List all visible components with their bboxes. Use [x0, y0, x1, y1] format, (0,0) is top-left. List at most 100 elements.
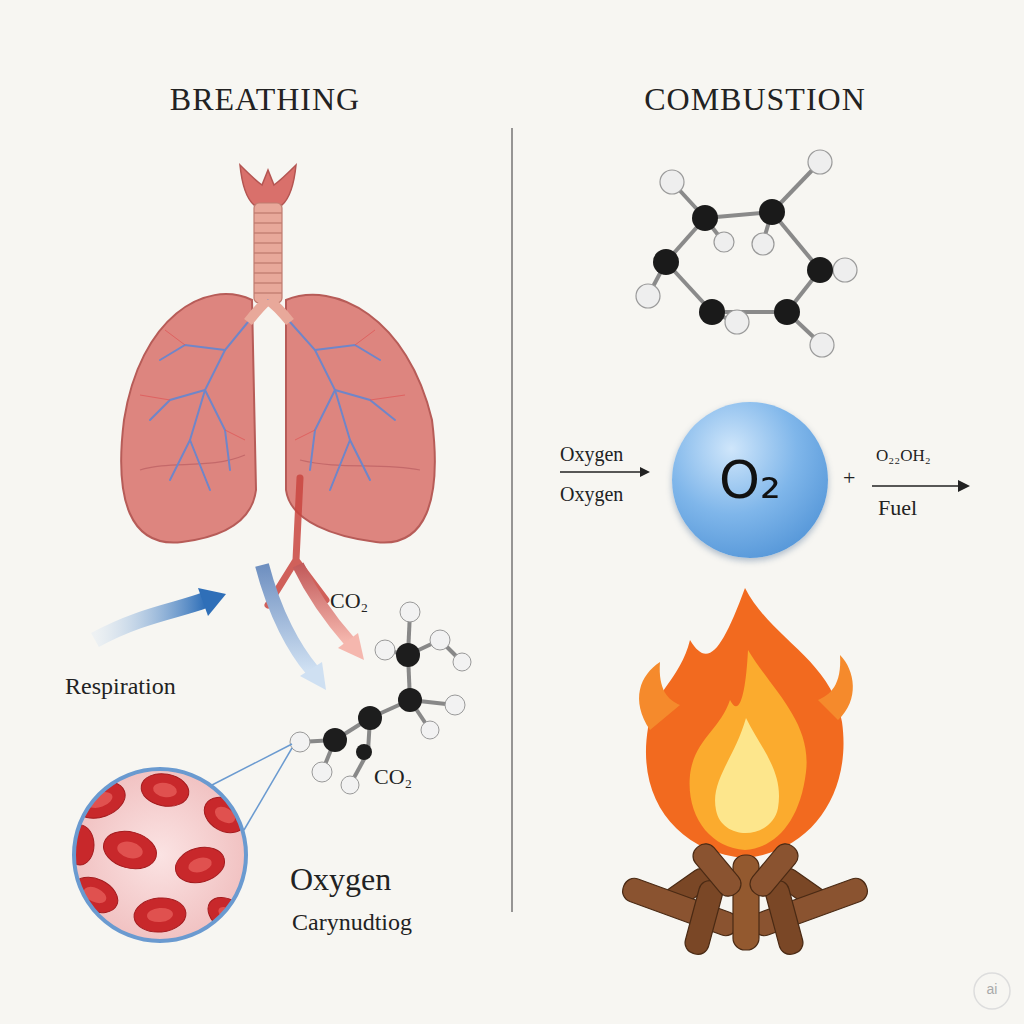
ring-molecule-part-part [759, 199, 785, 225]
campfire-part [715, 718, 779, 833]
equation-arrows-part [560, 471, 644, 473]
molecule-part [356, 744, 372, 760]
chemical-label: CO₂ [374, 764, 412, 790]
ring-molecule-part-part [725, 310, 749, 334]
lungs-part-part [170, 440, 190, 480]
ring-molecule-part-part [774, 299, 800, 325]
lungs-part [286, 295, 435, 543]
lungs-part [268, 300, 290, 322]
molecule-part [290, 732, 310, 752]
caption-label: Carynudtiog [292, 908, 412, 937]
process-label: Respiration [65, 672, 176, 701]
molecule-part [323, 728, 347, 752]
flow-arrows-part [95, 600, 205, 640]
blood-cells-part-part-part [171, 842, 228, 888]
campfire-part [639, 662, 680, 730]
campfire-part [818, 655, 853, 720]
lungs-part-part [330, 440, 350, 490]
blood-cells-part-part-part [115, 839, 144, 861]
trachea-part-part [254, 272, 282, 273]
lungs-part-part [335, 390, 395, 420]
lungs-part-part [150, 390, 205, 420]
node-text: O₂ [719, 450, 781, 510]
campfire-part [620, 839, 871, 957]
watermark: ai [987, 981, 998, 998]
lungs-part [248, 300, 268, 322]
watermark-ring [974, 973, 1010, 1009]
blood-cells-part [74, 769, 246, 941]
trachea-part-part [254, 232, 282, 233]
blood-cells-part-part-part [187, 855, 214, 875]
lungs-part [121, 294, 256, 542]
lungs-part-part [225, 430, 245, 440]
ring-molecule-part [636, 150, 857, 357]
divider-line [511, 128, 512, 912]
equation-arrows-part [872, 485, 962, 487]
lungs-part-part [190, 440, 210, 490]
blood-cells-part-part-part [152, 781, 178, 799]
lungs-part-part [268, 300, 350, 440]
plus-sign: + [843, 465, 855, 491]
molecule-part [312, 762, 332, 782]
campfire-part-part [746, 839, 803, 900]
molecule-part [300, 612, 462, 785]
molecule-part [375, 640, 395, 660]
reactant-label: Oxygen [560, 442, 623, 466]
molecule-part [341, 776, 359, 794]
lungs-part-part [140, 395, 170, 400]
section-heading: BREATHING [170, 80, 360, 118]
campfire [620, 588, 871, 957]
molecule [290, 602, 471, 794]
campfire-part-part [733, 855, 759, 950]
molecule-part [421, 721, 439, 739]
lungs-part [150, 300, 395, 490]
molecule-part [398, 688, 422, 712]
ring-molecule-part [648, 162, 845, 345]
molecule-part [430, 630, 450, 650]
lungs-part-part [160, 345, 225, 360]
trachea-part-part [254, 292, 282, 293]
blood-cells-part-part-part [70, 775, 130, 825]
blood-cells-part [244, 748, 292, 830]
trachea-part-part [254, 282, 282, 283]
lungs [121, 294, 435, 542]
campfire-part [690, 650, 807, 850]
blood-cells-part-part [66, 770, 255, 940]
trachea-part [240, 165, 296, 205]
flow-arrows-part [300, 662, 326, 690]
trachea-part-part [254, 242, 282, 243]
campfire-part [646, 588, 844, 858]
ring-molecule-part-part [833, 258, 857, 282]
caption-label: Oxygen [290, 860, 391, 898]
molecule-part [445, 695, 465, 715]
lungs-part-part [355, 330, 375, 345]
flow-arrows-part [338, 633, 364, 660]
blood-cells-part [212, 744, 292, 785]
lungs-part-part [190, 300, 268, 440]
lungs-part [140, 330, 405, 440]
reactant-label: Fuel [878, 495, 917, 521]
ring-molecule-part-part [714, 232, 734, 252]
lungs-part-part [370, 395, 405, 400]
blood-cells-part-part-part [146, 907, 173, 923]
lungs-part-part [165, 330, 185, 345]
section-heading: COMBUSTION [644, 80, 866, 118]
blood-cells-part-part-part [201, 890, 254, 940]
flow-arrows [95, 478, 364, 690]
ring-molecule-part [653, 199, 833, 325]
flow-arrows-part [268, 478, 326, 605]
chemical-label: CO₂ [330, 588, 368, 614]
blood-cells-part-part-part [99, 826, 160, 875]
equation-arrows-part [958, 480, 970, 492]
formula-label: O₂₂OH₂ [876, 446, 931, 466]
trachea-part [254, 213, 282, 293]
blood-cells-part [66, 770, 255, 940]
trachea-part-part [254, 252, 282, 253]
molecule-part [358, 706, 382, 730]
ring-molecule-part-part [808, 150, 832, 174]
ring-molecule-part-part [692, 205, 718, 231]
oxygen-circle: O₂ [672, 402, 828, 558]
equation-arrows-part [640, 467, 650, 477]
